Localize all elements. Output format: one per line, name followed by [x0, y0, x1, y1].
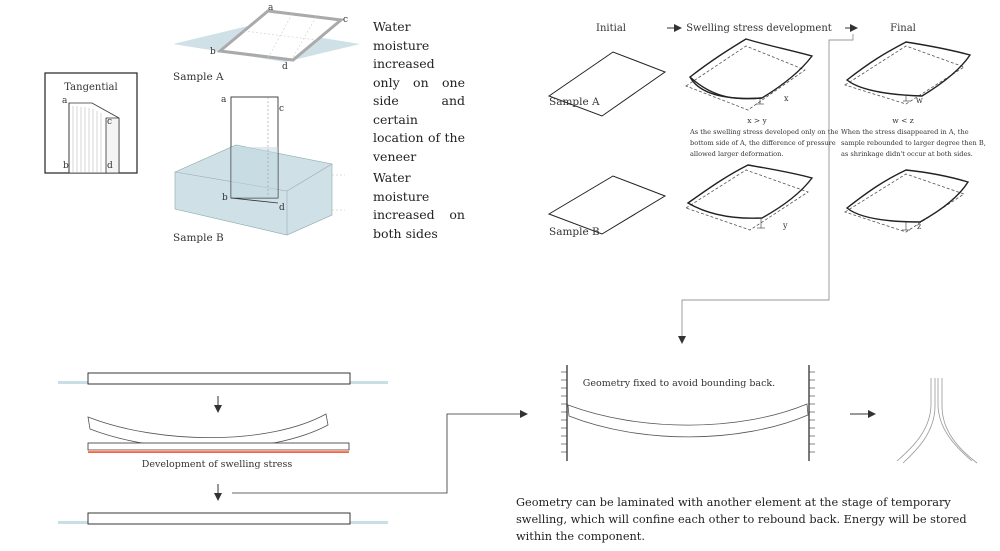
fixture-caption: Geometry fixed to avoid bounding back. [583, 378, 775, 389]
dim-x: x [784, 94, 789, 103]
sample-a-label-c: c [343, 15, 348, 25]
dim-z: z [917, 222, 921, 231]
dim-y: y [782, 221, 788, 230]
sample-a-caption: Sample A [173, 71, 224, 83]
compare-wz: w < z [892, 116, 913, 125]
compare-xy: x > y [747, 116, 767, 125]
sample-b-swelling-sheet [685, 164, 814, 231]
connector-arrowhead [678, 336, 686, 344]
tangential-label-d: d [107, 161, 113, 171]
swelling-explanation: As the swelling stress developed only on… [689, 128, 841, 158]
lamination-step-2 [87, 413, 350, 453]
sample-b-caption: Sample B [173, 232, 224, 244]
sample-b-label-d: d [279, 203, 285, 213]
sample-a-label-a: a [268, 3, 274, 13]
sample-b-row-label: Sample B [549, 226, 600, 238]
col-swelling-label: Swelling stress development [686, 23, 832, 34]
dim-w: w [916, 96, 923, 105]
sample-a-swelling-sheet [685, 38, 814, 111]
tangential-label-b: b [63, 161, 69, 171]
final-explanation: When the stress disappeared in A, the sa… [841, 128, 988, 158]
col-final-label: Final [890, 23, 916, 34]
sample-b-label-b: b [222, 193, 228, 203]
sample-b-initial-sheet [547, 175, 667, 235]
lamination-step-1 [58, 372, 388, 385]
tangential-panel: Tangential a b c d [44, 72, 138, 174]
fixture-curved-panel [567, 403, 809, 438]
sample-b-label-a: a [221, 95, 227, 105]
veneer-block [68, 102, 120, 174]
sample-a-iso: a b c d Sample A [173, 3, 360, 83]
tangential-label-a: a [62, 96, 68, 106]
sample-b-final-sheet [844, 169, 970, 233]
lamination-summary: Geometry can be laminated with another e… [516, 496, 967, 543]
swelling-caption: Development of swelling stress [142, 459, 293, 470]
connector-to-fixture [232, 413, 522, 494]
lamination-step-3 [58, 512, 388, 525]
note-both-sides: Water moisture increased on both sides [373, 170, 465, 241]
sample-a-label-b: b [210, 47, 216, 57]
connector-top-to-fixture [681, 34, 854, 340]
sample-a-initial-sheet [547, 51, 667, 117]
note-one-side: Water moisture increased only on one sid… [373, 19, 465, 164]
tangential-label-c: c [107, 117, 112, 127]
col-initial-label: Initial [596, 23, 626, 34]
sample-a-row-label: Sample A [549, 96, 600, 108]
sample-a-label-d: d [282, 62, 288, 72]
fixture [561, 365, 815, 461]
sample-b-label-c: c [279, 104, 284, 114]
sample-a-final-sheet [844, 41, 972, 105]
tangential-title: Tangential [64, 82, 117, 93]
laminated-result [896, 378, 978, 464]
sample-b-iso: a b c d Sample B [173, 95, 345, 244]
